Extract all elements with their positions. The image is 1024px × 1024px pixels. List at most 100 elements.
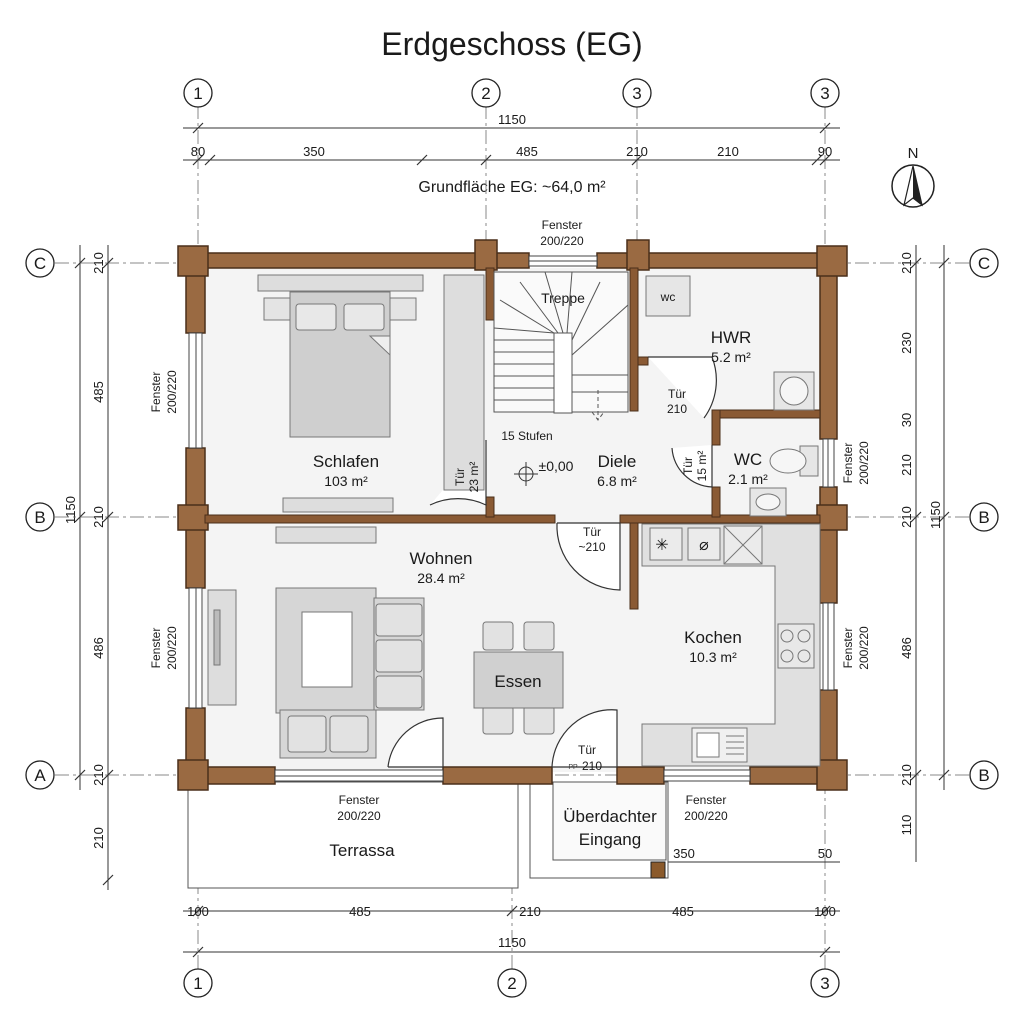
window-top-label: Fenster	[542, 218, 583, 232]
dim-bottom-part: 100	[814, 904, 836, 919]
door-wohnen-label: Tür	[583, 525, 601, 539]
level-marker-icon	[514, 462, 538, 486]
dim-bottom-part: 210	[519, 904, 541, 919]
dim-left-part: 210	[91, 827, 106, 849]
axis-right-c: C	[978, 254, 990, 273]
dim-bottom-part: 100	[187, 904, 209, 919]
room-hwr-area: 5.2 m²	[711, 349, 751, 365]
dim-top-part: 80	[191, 144, 205, 159]
door-wc-size: 15 m²	[695, 451, 709, 482]
living-furniture	[207, 526, 425, 759]
window-left-1-label: Fenster	[149, 372, 163, 413]
room-wc-area: 2.1 m²	[728, 471, 768, 487]
axis-bottom-3: 3	[820, 974, 829, 993]
interior-walls	[204, 267, 821, 610]
window-left-2-size: 200/220	[165, 626, 179, 670]
dining-table	[473, 621, 564, 735]
door-entrance-prefix: PP	[568, 764, 578, 771]
dim-right-part: 230	[899, 332, 914, 354]
room-kochen-name: Kochen	[684, 628, 742, 647]
axis-top-3: 3	[632, 84, 641, 103]
axis-bottom-1: 1	[193, 974, 202, 993]
door-entrance-size: 210	[582, 759, 602, 773]
axis-right-b: B	[978, 508, 989, 527]
window-right-2-size: 200/220	[857, 626, 871, 670]
dim-left-part: 210	[91, 764, 106, 786]
dim-left-part: 210	[91, 506, 106, 528]
dim-right-part: 30	[899, 413, 914, 427]
dim-top-part: 90	[818, 144, 832, 159]
window-bottom-2-size: 200/220	[684, 809, 728, 823]
level-value: ±0,00	[539, 458, 574, 474]
dim-right-part: 210	[899, 454, 914, 476]
dim-right-part: 110	[899, 815, 914, 836]
door-wc-label: Tür	[681, 457, 695, 475]
door-wohnen-size: ~210	[578, 540, 605, 554]
axis-left-a: A	[34, 766, 46, 785]
room-eingang-name-line1: Überdachter	[563, 807, 657, 826]
door-hwr-label: Tür	[668, 387, 686, 401]
window-bottom-1-size: 200/220	[337, 809, 381, 823]
window-left-1-size: 200/220	[165, 370, 179, 414]
plan-title: Erdgeschoss (EG)	[381, 26, 642, 62]
utility-fixtures	[645, 275, 819, 517]
appliance-icon: ⌀	[699, 537, 709, 554]
axis-left-c: C	[34, 254, 46, 273]
window-left-2-label: Fenster	[149, 628, 163, 669]
kitchen-counter	[641, 523, 821, 767]
dim-right-part: 210	[899, 252, 914, 274]
dim-entrance-part: 50	[818, 846, 832, 861]
dim-top-part: 485	[516, 144, 538, 159]
window-bottom-1-label: Fenster	[339, 793, 380, 807]
dim-right-part: 210	[899, 764, 914, 786]
dim-top-total: 1150	[498, 112, 526, 127]
window-right-2-label: Fenster	[841, 628, 855, 669]
window-bottom-2-label: Fenster	[686, 793, 727, 807]
room-hwr-name: HWR	[711, 328, 752, 347]
dim-left-part: 485	[91, 381, 106, 403]
room-essen-name: Essen	[494, 672, 541, 691]
dim-entrance-part: 350	[673, 846, 695, 861]
room-schlafen-name: Schlafen	[313, 452, 379, 471]
door-hwr-size: 210	[667, 402, 687, 416]
room-schlafen-area: 103 m²	[324, 473, 368, 489]
room-wohnen-name: Wohnen	[409, 549, 472, 568]
door-entrance-label: Tür	[578, 743, 596, 757]
dim-right-part: 210	[899, 506, 914, 528]
room-kochen-area: 10.3 m²	[689, 649, 737, 665]
exterior-walls	[177, 239, 848, 791]
dim-left-part: 210	[91, 252, 106, 274]
room-terrassa-name: Terrassa	[329, 841, 395, 860]
dim-bottom-part: 485	[672, 904, 694, 919]
north-arrow-icon: N	[891, 145, 935, 208]
dim-left-part: 486	[91, 637, 106, 659]
north-label: N	[908, 145, 919, 162]
dim-bottom-part: 485	[349, 904, 371, 919]
axis-bubbles: 1 2 3 3 1 2 3 C B A C B B	[25, 78, 999, 998]
room-wohnen-area: 28.4 m²	[417, 570, 465, 586]
window-right-1-label: Fenster	[841, 443, 855, 484]
axis-top-2: 2	[481, 84, 490, 103]
terrace-area	[187, 781, 519, 889]
dim-right-total: 1150	[928, 501, 943, 529]
room-eingang-name-line2: Eingang	[579, 830, 641, 849]
bed	[257, 274, 485, 513]
dim-bottom-total: 1150	[498, 935, 526, 950]
room-wc-name: WC	[734, 450, 762, 469]
axis-bottom-2: 2	[507, 974, 516, 993]
room-diele-name: Diele	[598, 452, 637, 471]
room-treppe-name: Treppe	[541, 290, 585, 306]
window-right-1-size: 200/220	[857, 441, 871, 485]
dimension-ticks	[74, 122, 950, 958]
axis-left-b: B	[34, 508, 45, 527]
window-top-size: 200/220	[540, 234, 584, 248]
extractor-icon: ✳	[655, 537, 668, 554]
dimension-lines	[79, 127, 945, 953]
dim-left-total: 1150	[63, 496, 78, 524]
door-schlafen-label: Tür	[453, 468, 467, 486]
wc-box-label: wc	[660, 290, 676, 304]
room-treppe-note: 15 Stufen	[501, 429, 552, 443]
door-schlafen-size: 23 m²	[467, 462, 481, 493]
entrance-post	[650, 861, 666, 879]
